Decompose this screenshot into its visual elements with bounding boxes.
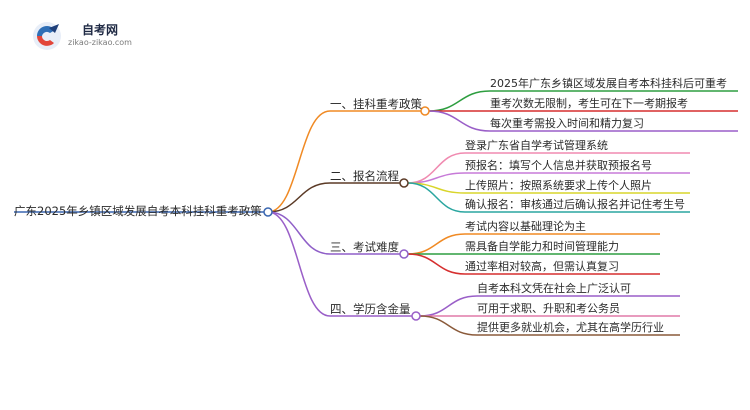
leaf-text[interactable]: 重考次数无限制，考生可在下一考期报考 [490,97,688,110]
leaf-text[interactable]: 2025年广东乡镇区域发展自考本科挂科后可重考 [490,77,727,90]
leaf-text[interactable]: 上传照片：按照系统要求上传个人照片 [465,179,652,192]
branch-connector [267,211,331,317]
branch-credential-value[interactable]: 四、学历含金量 [330,302,411,316]
root-toggle-node[interactable] [263,207,273,217]
branch-toggle-node[interactable] [399,178,409,188]
leaf-connector [428,90,491,112]
leaf-text[interactable]: 提供更多就业机会，尤其在高学历行业 [477,321,664,334]
branch-toggle-node[interactable] [411,311,421,321]
branch-difficulty[interactable]: 三、考试难度 [330,240,399,254]
leaf-connector [407,253,466,275]
branch-registration[interactable]: 二、报名流程 [330,169,399,183]
branch-toggle-node[interactable] [420,106,430,116]
leaf-connector [428,110,491,132]
leaf-connector [419,295,478,317]
leaf-text[interactable]: 通过率相对较高，但需认真复习 [465,260,619,273]
leaf-connector [407,233,466,255]
leaf-connector [407,182,466,213]
leaf-connector [419,315,478,336]
branch-toggle-node[interactable] [399,249,409,259]
site-name: 自考网 [82,23,119,37]
site-logo-icon [33,22,61,50]
branch-connector [267,211,331,255]
branch-connector [267,182,331,213]
mindmap-root[interactable]: 广东2025年乡镇区域发展自考本科挂科重考政策 [14,204,262,218]
leaf-text[interactable]: 预报名：填写个人信息并获取预报名号 [465,159,652,172]
leaf-text[interactable]: 需具备自学能力和时间管理能力 [465,240,619,253]
leaf-text[interactable]: 每次重考需投入时间和精力复习 [490,117,644,130]
leaf-text[interactable]: 可用于求职、升职和考公务员 [477,302,620,315]
leaf-text[interactable]: 考试内容以基础理论为主 [465,220,586,233]
site-url: zikao-zikao.com [68,38,132,47]
leaf-text[interactable]: 自考本科文凭在社会上广泛认可 [477,282,631,295]
leaf-text[interactable]: 确认报名：审核通过后确认报名并记住考生号 [465,198,685,211]
leaf-text[interactable]: 登录广东省自学考试管理系统 [465,139,608,152]
branch-retake-policy[interactable]: 一、挂科重考政策 [330,97,422,111]
branch-connector [267,110,331,213]
